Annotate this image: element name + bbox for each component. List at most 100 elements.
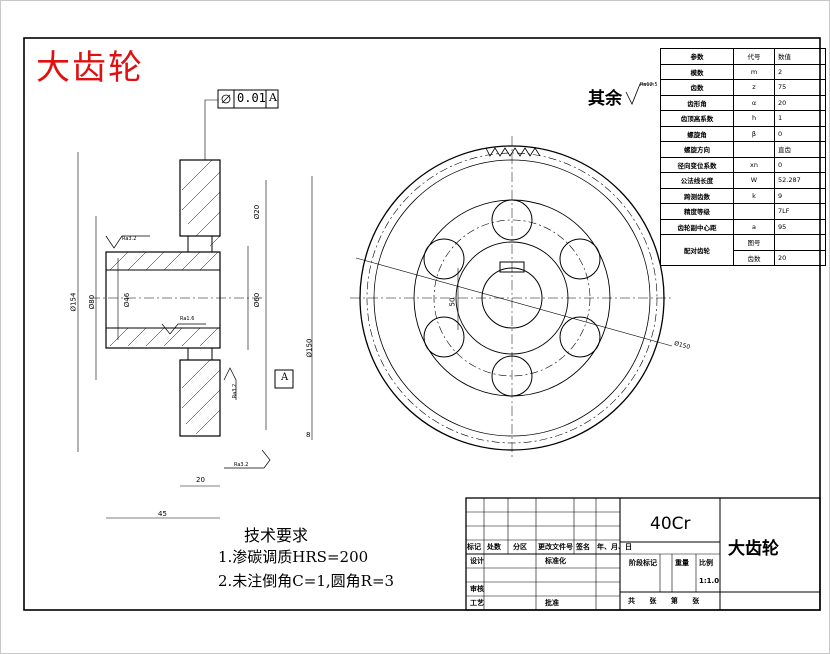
tb-count: 处数: [487, 543, 501, 551]
part-name-label: 大齿轮: [728, 539, 779, 559]
param-symbol: [733, 203, 775, 220]
dim-total-length: 45: [158, 510, 167, 518]
dim-keyway: 50: [448, 297, 457, 307]
table-row: 配对齿轮 图号: [660, 234, 826, 266]
param-symbol: z: [733, 79, 775, 96]
tb-process: 工艺: [470, 599, 484, 607]
title-block-grid: [465, 497, 821, 611]
params-header-symbol: 代号: [733, 48, 775, 65]
param-value: 52.287: [774, 172, 826, 189]
tb-check: 审核: [470, 585, 484, 593]
geometric-tolerance-frame: [217, 89, 279, 109]
table-row: 精度等级 7LF: [660, 203, 826, 220]
tech-req-item: 2.未注倒角C=1,圆角R=3: [218, 572, 395, 590]
mate-value: [774, 234, 826, 251]
roughness-b: Ra1.6: [180, 316, 195, 322]
param-value: 75: [774, 79, 826, 96]
dim-hole-diameter: Ø20: [253, 204, 262, 220]
dim-hub-diameter: Ø60: [253, 292, 262, 308]
param-symbol: W: [733, 172, 775, 189]
param-value: 7LF: [774, 203, 826, 220]
param-symbol: k: [733, 187, 775, 204]
param-name: 齿数: [660, 79, 734, 96]
param-symbol: β: [733, 125, 775, 142]
roughness-a: Ra3.2: [122, 236, 137, 242]
tb-date: 年、月、日: [597, 543, 632, 551]
param-value: 2: [774, 63, 826, 80]
tb-scale: 比例: [699, 559, 713, 567]
tb-sign: 签名: [576, 543, 590, 551]
param-name: 公法线长度: [660, 172, 734, 189]
tb-sheets: 共 张 第 张: [628, 597, 706, 605]
dim-root-diameter: Ø150: [305, 338, 314, 358]
dim-chamfer: 8: [306, 431, 311, 439]
tb-standard: 标准化: [545, 557, 566, 565]
param-value: 直齿: [774, 141, 826, 158]
params-header-value: 数值: [774, 48, 826, 65]
param-name: 精度等级: [660, 203, 734, 220]
tb-design: 设计: [470, 557, 484, 565]
param-symbol: a: [733, 218, 775, 235]
mate-name: 齿数: [733, 249, 775, 266]
param-name: 螺旋方向: [660, 141, 734, 158]
param-name: 径向变位系数: [660, 156, 734, 173]
params-header-param: 参数: [660, 48, 734, 65]
tb-mark: 标记: [467, 543, 481, 551]
param-symbol: [733, 141, 775, 158]
front-view: [350, 136, 674, 460]
drawing-title-red: 大齿轮: [36, 48, 144, 88]
param-symbol: h: [733, 110, 775, 127]
tb-doc: 更改文件号: [538, 543, 573, 551]
general-roughness-value: Ra12.5: [640, 82, 658, 88]
section-view: [77, 99, 313, 519]
table-row: 齿数 20: [661, 249, 826, 266]
roughness-d: Ra3.2: [232, 383, 239, 399]
param-value: 9: [774, 187, 826, 204]
tb-scale-value: 1:1.0: [699, 577, 720, 585]
drawing-frame: [23, 37, 821, 611]
param-name: 齿形角: [660, 94, 734, 111]
roughness-c: Ra3.2: [234, 462, 249, 468]
general-roughness-label: 其余: [588, 89, 622, 109]
param-value: 95: [774, 218, 826, 235]
param-symbol: α: [733, 94, 775, 111]
datum-letter: A: [281, 372, 289, 383]
tb-weight: 重量: [675, 559, 689, 567]
param-value: 0: [774, 125, 826, 142]
dim-tip-diameter: Ø154: [69, 292, 78, 312]
param-value: 0: [774, 156, 826, 173]
table-row: 螺旋方向 直齿: [660, 141, 826, 158]
tolerance-value: 0.01: [237, 91, 266, 105]
mate-value: 20: [774, 249, 826, 266]
material-label: 40Cr: [650, 514, 691, 534]
roughness-symbol-icon: [625, 83, 654, 105]
mate-gear-label: 配对齿轮: [660, 234, 734, 266]
circular-runout-icon: [221, 94, 231, 104]
mate-name: 图号: [733, 234, 775, 251]
datum-box: [274, 369, 294, 389]
param-value: 1: [774, 110, 826, 127]
tb-stage: 阶段标记: [629, 559, 657, 567]
param-name: 齿轮副中心距: [660, 218, 734, 235]
param-symbol: m: [733, 63, 775, 80]
param-value: 20: [774, 94, 826, 111]
param-name: 齿顶高系数: [660, 110, 734, 127]
param-name: 螺旋角: [660, 125, 734, 142]
param-name: 跨测齿数: [660, 187, 734, 204]
tech-req-heading: 技术要求: [244, 526, 309, 545]
param-name: 模数: [660, 63, 734, 80]
tb-zone: 分区: [513, 543, 527, 551]
tb-approve: 批准: [545, 599, 559, 607]
tolerance-datum: A: [269, 91, 277, 104]
